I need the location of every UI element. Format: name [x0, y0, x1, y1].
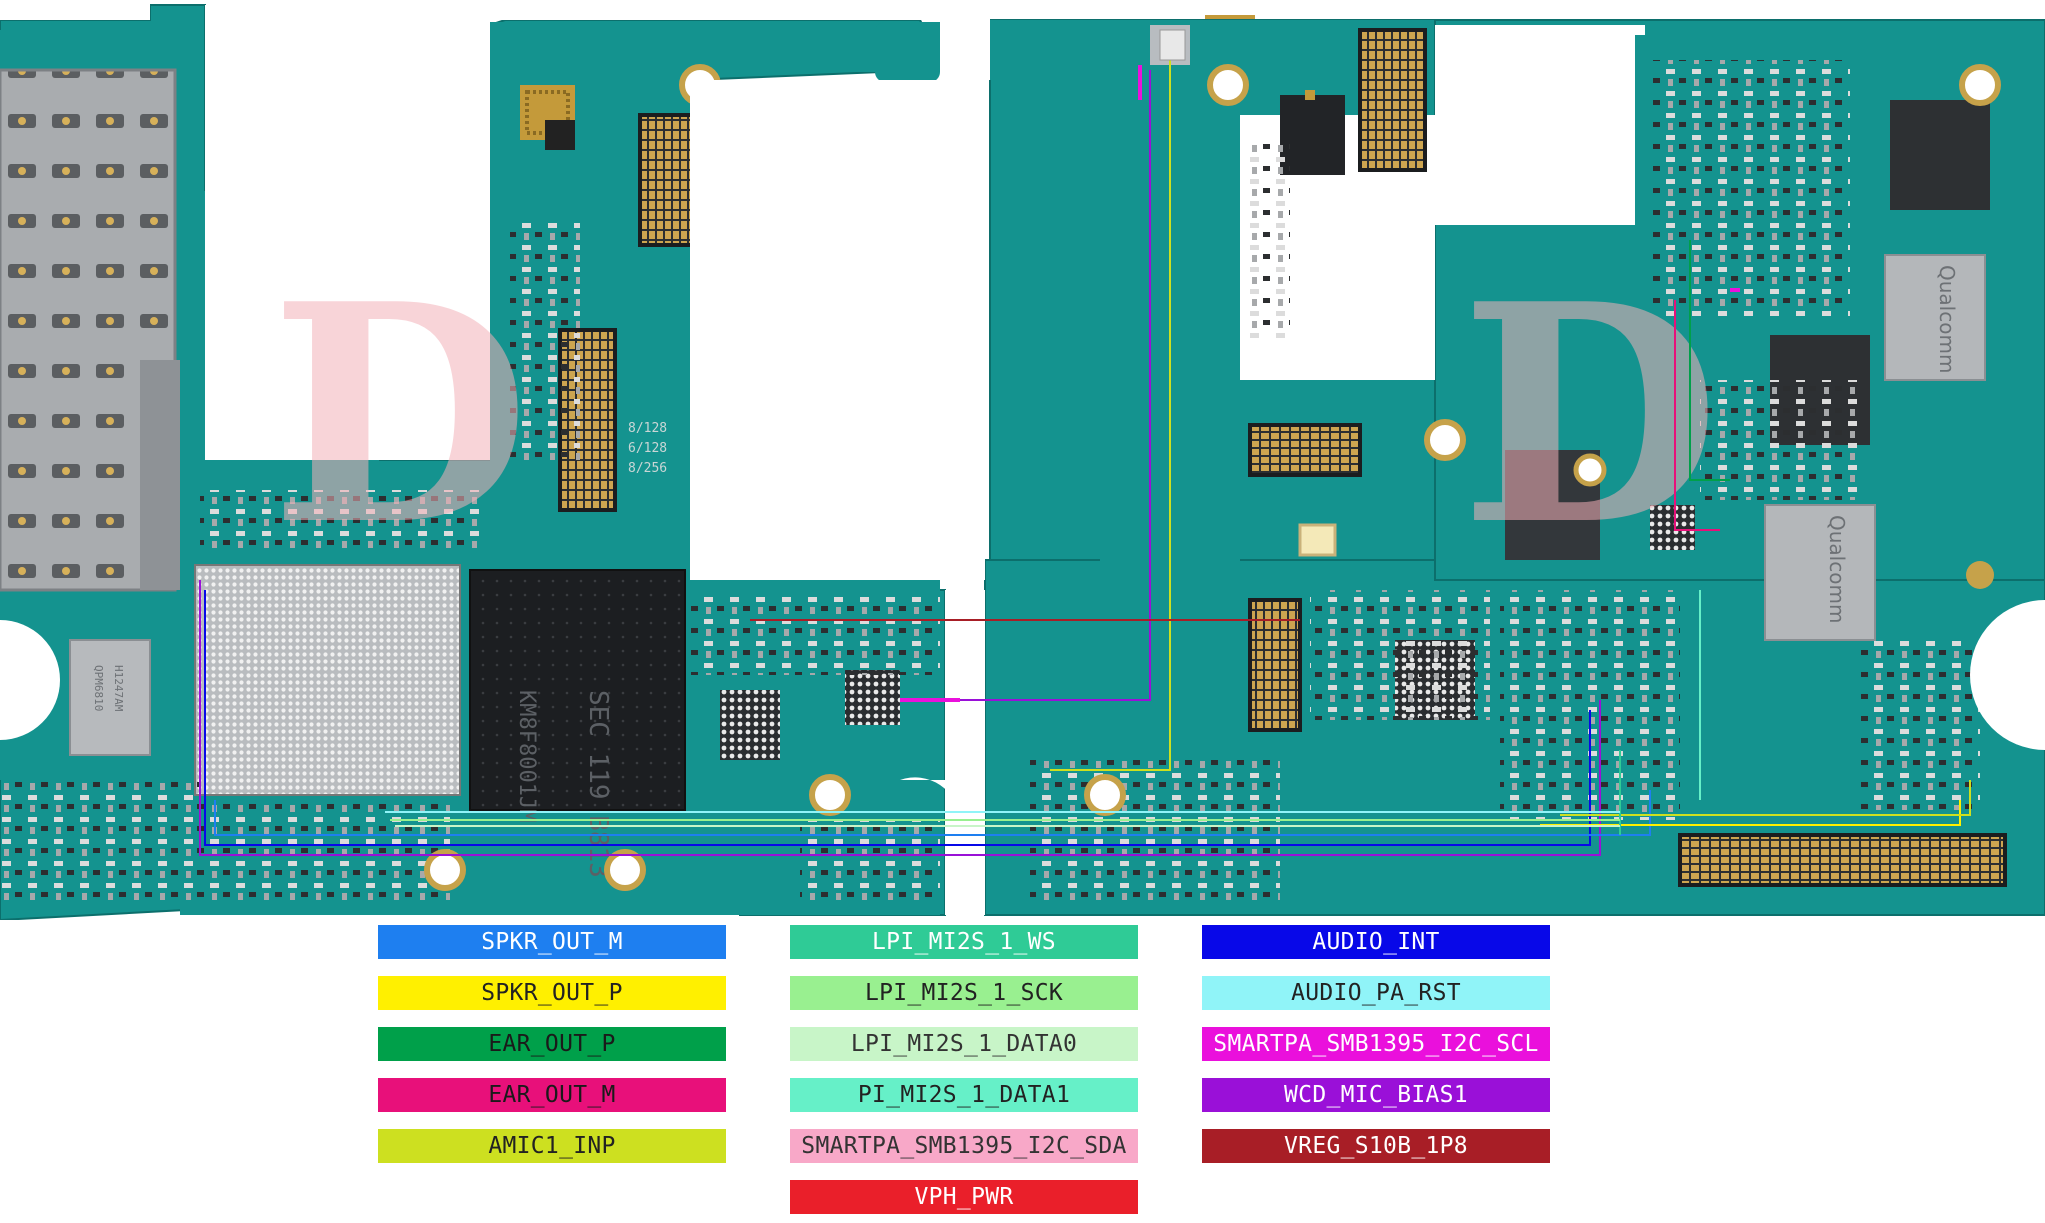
- legend-swatch: [378, 1078, 726, 1112]
- legend-swatch: [1202, 1129, 1550, 1163]
- legend-swatch: [1202, 925, 1550, 959]
- svg-text:6/128: 6/128: [628, 441, 667, 456]
- svg-text:8/128: 8/128: [628, 421, 667, 436]
- connector-lower-center: [1248, 598, 1302, 732]
- legend-swatch: [378, 976, 726, 1010]
- soc-bga: [194, 564, 461, 796]
- qualcomm-chip-1: [1884, 254, 1986, 381]
- svg-text:D: D: [270, 238, 530, 591]
- svg-text:Qualcomm: Qualcomm: [1825, 515, 1849, 623]
- legend-label: LPI_MI2S_1_SCK: [864, 980, 1064, 1006]
- legend-item: LPI_MI2S_1_SCK: [790, 976, 1138, 1010]
- legend-item: SMARTPA_SMB1395_I2C_SDA: [790, 1129, 1138, 1163]
- legend-label: AUDIO_PA_RST: [1291, 980, 1461, 1006]
- legend-item: SMARTPA_SMB1395_I2C_SCL: [1202, 1027, 1550, 1061]
- svg-text:H1247AM: H1247AM: [112, 665, 125, 712]
- legend-item: VPH_PWR: [790, 1180, 1138, 1214]
- svg-text:D: D: [1460, 238, 1720, 591]
- pcb-board-diagram: SEC 119 B813 KM8F8001JM QPM6810 H1247AM …: [0, 4, 2045, 920]
- legend-label: LPI_MI2S_1_DATA0: [850, 1031, 1078, 1057]
- legend-swatch: [1202, 1078, 1550, 1112]
- legend-swatch: [378, 925, 726, 959]
- legend-label: VREG_S10B_1P8: [1284, 1133, 1468, 1159]
- svg-text:QPM6810: QPM6810: [92, 665, 105, 711]
- connector-bottom-right: [1678, 833, 2007, 887]
- svg-text:KM8F8001JM: KM8F8001JM: [514, 690, 539, 822]
- legend-swatch: [790, 1129, 1138, 1163]
- legend-item: SPKR_OUT_M: [378, 925, 726, 959]
- legend-label: PI_MI2S_1_DATA1: [857, 1082, 1071, 1108]
- legend-swatch: [790, 925, 1138, 959]
- legend-item: VREG_S10B_1P8: [1202, 1129, 1550, 1163]
- svg-text:SEC 119 B813: SEC 119 B813: [583, 690, 613, 878]
- legend-swatch: [1202, 976, 1550, 1010]
- legend-label: EAR_OUT_P: [488, 1031, 616, 1057]
- legend-item: LPI_MI2S_1_DATA0: [790, 1027, 1138, 1061]
- legend-label: AUDIO_INT: [1312, 929, 1440, 955]
- memory-chip: [469, 569, 686, 811]
- legend-swatch: [1202, 1027, 1550, 1061]
- legend-label: SPKR_OUT_P: [481, 980, 623, 1006]
- legend-item: LPI_MI2S_1_WS: [790, 925, 1138, 959]
- legend-item: SPKR_OUT_P: [378, 976, 726, 1010]
- legend-item: AUDIO_PA_RST: [1202, 976, 1550, 1010]
- legend-item: AUDIO_INT: [1202, 925, 1550, 959]
- legend-swatch: [790, 1078, 1138, 1112]
- svg-text:8/256: 8/256: [628, 461, 667, 476]
- qualcomm-chip-2: [1764, 504, 1876, 641]
- legend-item: AMIC1_INP: [378, 1129, 726, 1163]
- legend-item: EAR_OUT_P: [378, 1027, 726, 1061]
- pmic-left: [69, 639, 151, 756]
- legend-label: VPH_PWR: [914, 1184, 1014, 1210]
- connector-mid-center: [1248, 423, 1362, 477]
- legend-swatch: [790, 1180, 1138, 1214]
- svg-text:Qualcomm: Qualcomm: [1935, 265, 1959, 373]
- connector-top-left: [638, 113, 697, 247]
- legend-swatch: [790, 976, 1138, 1010]
- legend-item: WCD_MIC_BIAS1: [1202, 1078, 1550, 1112]
- legend-item: PI_MI2S_1_DATA1: [790, 1078, 1138, 1112]
- legend-swatch: [378, 1129, 726, 1163]
- legend-label: EAR_OUT_M: [488, 1082, 616, 1108]
- legend-label: SMARTPA_SMB1395_I2C_SCL: [1213, 1031, 1539, 1057]
- connector-top-center: [1358, 28, 1427, 172]
- legend-label: SPKR_OUT_M: [481, 929, 623, 955]
- legend-label: SMARTPA_SMB1395_I2C_SDA: [801, 1133, 1127, 1159]
- legend-label: WCD_MIC_BIAS1: [1284, 1082, 1468, 1108]
- legend-swatch: [378, 1027, 726, 1061]
- legend-item: EAR_OUT_M: [378, 1078, 726, 1112]
- legend-swatch: [790, 1027, 1138, 1061]
- sim-tray: [0, 68, 177, 592]
- legend-label: AMIC1_INP: [488, 1133, 616, 1159]
- legend-label: LPI_MI2S_1_WS: [872, 929, 1056, 955]
